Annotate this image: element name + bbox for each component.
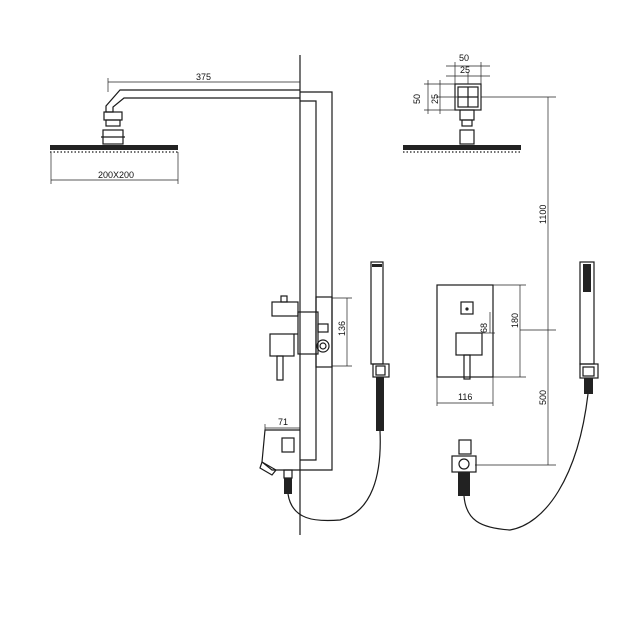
dimension-block-width: 50 25 [446, 53, 490, 110]
mixer-valve [269, 295, 333, 381]
dimension-spout-length: 71 [264, 417, 300, 432]
shower-hose [287, 430, 381, 522]
dimension-mixer-height: 136 [332, 297, 352, 367]
dimension-handle-offset: 68 [479, 312, 495, 334]
hand-shower [370, 261, 390, 431]
spout-length-label: 71 [278, 417, 288, 427]
dimension-riser-height: 1100 [481, 96, 556, 331]
valve-trim-plate [436, 284, 494, 380]
tub-spout [259, 429, 300, 494]
riser-rail [300, 91, 333, 471]
shower-arm [101, 89, 300, 145]
block-half-height-label: 25 [430, 94, 440, 104]
lower-height-label: 500 [538, 390, 548, 405]
dimension-block-height: 50 25 [412, 80, 458, 114]
block-height-label: 50 [412, 94, 422, 104]
hand-shower-right [579, 261, 599, 394]
shower-head [50, 145, 178, 153]
block-width-label: 50 [459, 53, 469, 63]
dimension-arm-length: 375 [107, 72, 300, 92]
concealed-shower-head [403, 145, 521, 153]
dimension-plate-height: 180 [493, 284, 526, 378]
riser-shower-elevation: 375 200X200 [50, 55, 390, 535]
plate-width-label: 116 [458, 392, 472, 402]
mixer-height-label: 136 [337, 321, 347, 336]
shower-hose-right [463, 393, 589, 531]
handle-offset-label: 68 [479, 323, 489, 333]
plate-height-label: 180 [510, 313, 520, 328]
riser-height-label: 1100 [538, 205, 548, 224]
block-half-width-label: 25 [460, 65, 470, 75]
wall-block [454, 83, 482, 145]
arm-length-label: 375 [196, 72, 211, 82]
wall-outlet [451, 439, 477, 496]
dimension-head-size: 200X200 [50, 152, 179, 184]
dimension-plate-width: 116 [436, 377, 494, 406]
dimension-lower-height: 500 [475, 330, 556, 466]
head-size-label: 200X200 [98, 170, 134, 180]
concealed-shower-elevation: 50 25 50 25 1100 [403, 53, 599, 531]
